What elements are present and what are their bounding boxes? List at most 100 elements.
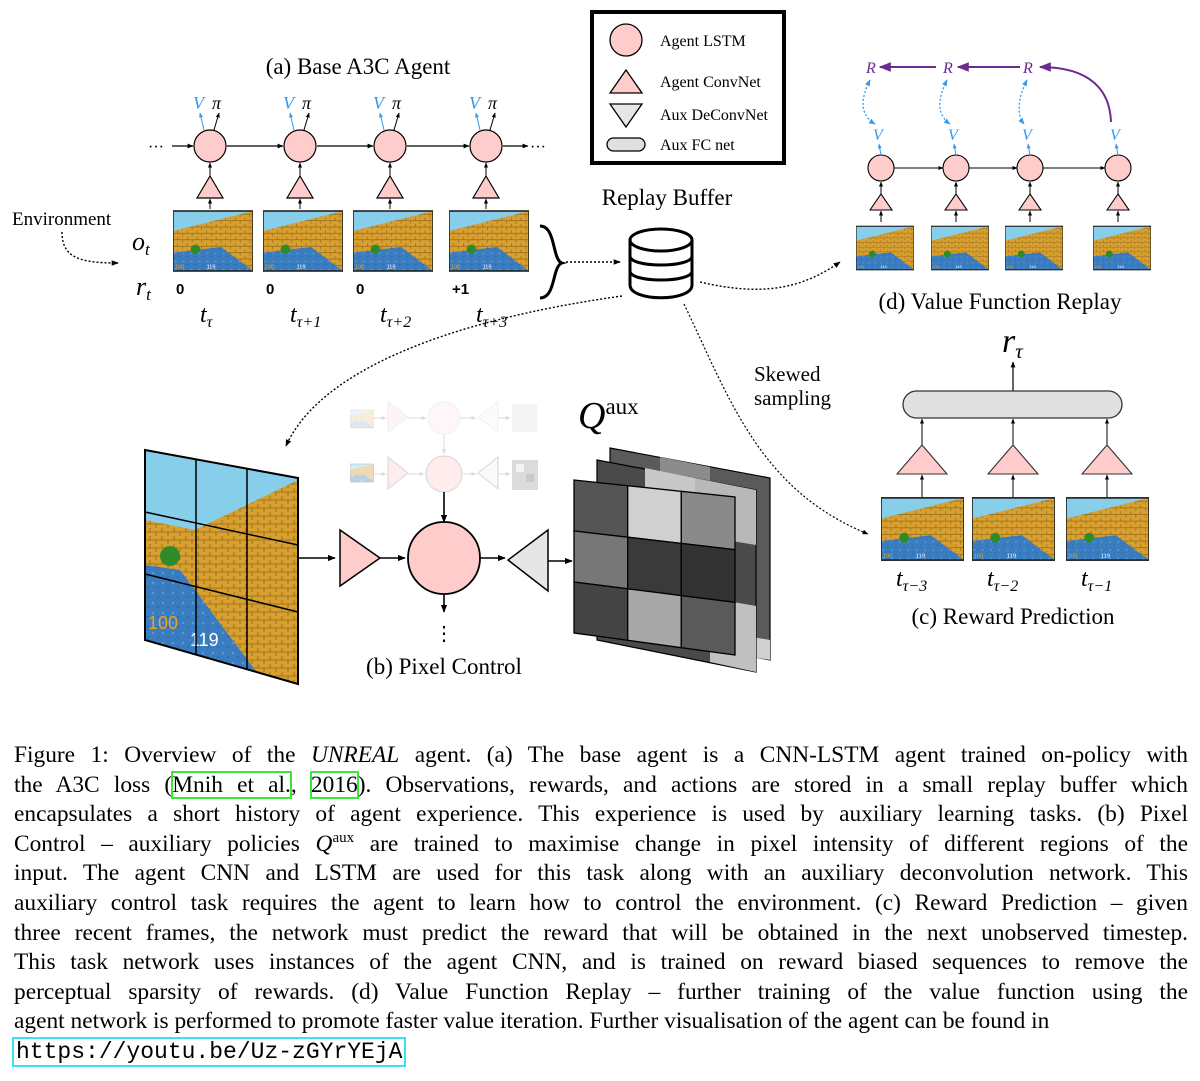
- caption-line: encapsulates a short history of agent ex…: [14, 801, 1188, 828]
- q-aux-cell: [627, 588, 682, 649]
- pixel-control-convnet: [339, 528, 382, 588]
- caption-line: agent network is performed to promote fa…: [14, 1008, 1050, 1035]
- policy-output-label: π: [488, 93, 498, 113]
- reward-output-label: rτ: [1002, 323, 1024, 363]
- agent-lstm-node: [1104, 154, 1132, 182]
- legend-label-deconvnet: Aux DeConvNet: [660, 107, 769, 124]
- return-label: R: [942, 60, 953, 77]
- replay-frame: [931, 225, 989, 271]
- citation-link[interactable]: 2016: [309, 770, 359, 799]
- timestep-label: tτ−1: [1081, 566, 1112, 595]
- policy-output-label: π: [212, 93, 222, 113]
- panel-a-title: (a) Base A3C Agent: [266, 54, 451, 79]
- reward-prediction-frame: [1066, 497, 1149, 561]
- q-aux-cell: [627, 484, 682, 545]
- unreal-agent-diagram: 100 119 Agent LSTM Agent ConvNet Aux DeC…: [12, 10, 1151, 686]
- agent-lstm-node: [193, 129, 227, 163]
- timestep-label: tτ+2: [380, 302, 411, 331]
- agent-lstm-node: [469, 129, 503, 163]
- fc-net-pill-icon: [606, 137, 646, 152]
- q-aux-cell: [573, 479, 629, 538]
- replay-buffer: Replay Buffer: [285, 185, 869, 535]
- reward-value: +1: [452, 281, 469, 298]
- timestep-label: tτ: [200, 302, 214, 331]
- lstm-circle-icon: [609, 23, 643, 57]
- ellipsis-right: ···: [530, 139, 546, 156]
- value-output-label: V: [469, 93, 482, 113]
- timestep-label: tτ−2: [987, 566, 1018, 595]
- legend-label-fcnet: Aux FC net: [660, 137, 735, 154]
- value-output-label: V: [193, 93, 206, 113]
- caption-line: the A3C loss (Mnih et al., 2016). Observ…: [14, 770, 1188, 799]
- buffer-to-d-arrow: [699, 261, 841, 290]
- observation-frame: [449, 210, 529, 272]
- agent-convnet-node: [285, 174, 315, 199]
- agent-convnet-node: [943, 193, 969, 211]
- faded-history-copies: [350, 401, 538, 493]
- brace-icon: [539, 224, 568, 300]
- return-label: R: [865, 60, 876, 77]
- pixel-control-deconvnet: [506, 528, 549, 593]
- timestep-label: tτ−3: [896, 566, 927, 595]
- agent-convnet-node: [1105, 193, 1131, 211]
- ellipsis-left: ···: [148, 139, 164, 156]
- reward-prediction-frame: [881, 497, 964, 561]
- environment-label: Environment: [12, 209, 112, 230]
- caption-line: https://youtu.be/Uz-zGYrYEjA: [11, 1036, 1188, 1068]
- skewed-sampling-label-2: sampling: [754, 386, 831, 410]
- agent-convnet-node: [868, 193, 894, 211]
- reward-label: rt: [136, 272, 152, 304]
- value-return-dotted-link: [1018, 79, 1028, 125]
- q-aux-cell: [680, 594, 736, 656]
- policy-output-label: π: [302, 93, 312, 113]
- q-aux-inline: Qaux: [315, 829, 355, 857]
- pixel-control-vdots: ⋮: [434, 623, 454, 645]
- agent-convnet-node: [1017, 193, 1043, 211]
- agent-convnet-node: [195, 174, 225, 199]
- citation-link[interactable]: Mnih et al.: [171, 770, 292, 799]
- observation-frame: [353, 210, 433, 272]
- panel-b-title: (b) Pixel Control: [366, 654, 522, 679]
- caption-line: three recent frames, the network must pr…: [14, 919, 1188, 946]
- figure-caption: Figure 1: Overview of the UNREAL agent. …: [11, 741, 1188, 1068]
- reward-prediction-frame: [972, 497, 1055, 561]
- agent-lstm-node: [942, 154, 970, 182]
- q-aux-cell: [573, 581, 629, 642]
- deconvnet-triangle-icon: [608, 103, 644, 129]
- q-aux-cell: [680, 490, 736, 551]
- value-return-dotted-link: [939, 79, 951, 125]
- agent-convnet-node: [471, 174, 501, 199]
- caption-line: auxiliary control task requires the agen…: [14, 889, 1188, 916]
- convnet-triangle-icon: [608, 68, 644, 94]
- input-frame-grid: 100 119: [144, 448, 299, 686]
- pixel-control-lstm: [407, 521, 481, 595]
- observation-frame: [263, 210, 343, 272]
- q-aux-grid-front: [573, 479, 736, 656]
- buffer-to-b-arrow: [285, 295, 623, 447]
- value-label: V: [1022, 127, 1034, 144]
- value-output-label: V: [373, 93, 386, 113]
- q-aux-label: Qaux: [578, 394, 639, 437]
- agent-lstm-node: [1016, 154, 1044, 182]
- return-label: R: [1022, 60, 1033, 77]
- agent-lstm-node: [373, 129, 407, 163]
- hud-health: 100: [148, 613, 178, 633]
- database-icon: [628, 227, 694, 300]
- replay-frame: [1093, 225, 1151, 271]
- agent-convnet-node: [375, 174, 405, 199]
- q-aux-cell: [573, 530, 629, 590]
- agent-lstm-node: [283, 129, 317, 163]
- legend: Agent LSTM Agent ConvNet Aux DeConvNet A…: [590, 10, 786, 165]
- replay-frame: [1005, 225, 1063, 271]
- obs-label: ot: [132, 227, 151, 259]
- timestep-label: tτ+1: [290, 302, 321, 331]
- panel-c-title: (c) Reward Prediction: [911, 604, 1115, 629]
- video-url-link[interactable]: https://youtu.be/Uz-zGYrYEjA: [11, 1036, 407, 1067]
- timestep-label: tτ+3: [476, 302, 507, 331]
- agent-convnet-node: [1080, 444, 1134, 475]
- legend-label-lstm: Agent LSTM: [660, 33, 746, 50]
- caption-line: This task network uses instances of the …: [14, 949, 1188, 976]
